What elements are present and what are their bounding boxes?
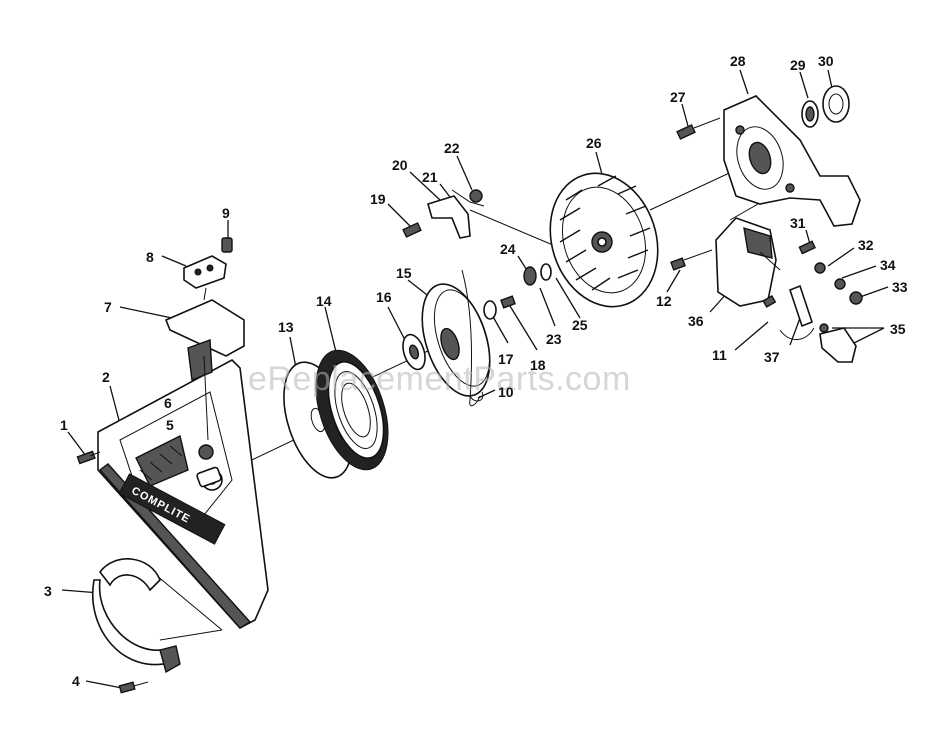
callout-21: 21 (422, 169, 438, 185)
bracket-screw (798, 240, 816, 255)
spark-plug-wire (779, 284, 815, 340)
clip (221, 237, 233, 253)
callout-14: 14 (316, 293, 332, 309)
pawl-assembly (402, 189, 485, 239)
pulley-screw (483, 295, 516, 320)
callout-25: 25 (572, 317, 588, 333)
handle-insert (183, 255, 227, 301)
callout-8: 8 (146, 249, 154, 265)
callout-numbers: 1 2 3 4 5 6 7 8 9 10 11 12 13 14 15 16 1… (44, 53, 908, 689)
rewind-spring (315, 349, 389, 471)
callout-30: 30 (818, 53, 834, 69)
callout-36: 36 (688, 313, 704, 329)
callout-6: 6 (164, 395, 172, 411)
flywheel-fins (559, 175, 651, 291)
callout-24: 24 (500, 241, 516, 257)
seal-bearing (801, 85, 850, 128)
cover-ring (91, 558, 181, 674)
module-screw (670, 249, 713, 271)
ignition-module (715, 217, 781, 307)
callout-19: 19 (370, 191, 386, 207)
starter-cover: COMPLITE (97, 359, 269, 630)
flywheel-washers (523, 263, 552, 286)
callout-3: 3 (44, 583, 52, 599)
callout-5: 5 (166, 417, 174, 433)
callout-22: 22 (444, 140, 460, 156)
callout-15: 15 (396, 265, 412, 281)
callout-18: 18 (530, 357, 546, 373)
callout-13: 13 (278, 319, 294, 335)
callout-9: 9 (222, 205, 230, 221)
bushing (196, 444, 222, 488)
callout-33: 33 (892, 279, 908, 295)
callout-37: 37 (764, 349, 780, 365)
terminal-parts (814, 262, 863, 305)
brand-plate (118, 473, 226, 545)
ring-screw (118, 681, 149, 694)
starter-handle (164, 299, 245, 441)
wire-screw (762, 294, 777, 308)
callout-32: 32 (858, 237, 874, 253)
crankcase-housing (723, 95, 861, 227)
callout-28: 28 (730, 53, 746, 69)
callout-26: 26 (586, 135, 602, 151)
callout-11: 11 (712, 347, 727, 363)
callout-16: 16 (376, 289, 392, 305)
callout-35: 35 (890, 321, 906, 337)
callout-4: 4 (72, 673, 80, 689)
callout-1: 1 (60, 417, 68, 433)
callout-29: 29 (790, 57, 806, 73)
callout-12: 12 (656, 293, 672, 309)
callout-34: 34 (880, 257, 896, 273)
rope-end (469, 391, 484, 402)
callout-7: 7 (104, 299, 112, 315)
callout-2: 2 (102, 369, 110, 385)
rope-pulley (421, 269, 491, 407)
callout-10: 10 (498, 384, 514, 400)
callout-17: 17 (498, 351, 514, 367)
callout-23: 23 (546, 331, 562, 347)
flywheel (549, 172, 659, 308)
callout-31: 31 (790, 215, 806, 231)
cover-ribs (139, 445, 183, 481)
cover-screw (76, 450, 101, 465)
housing-screw (676, 117, 721, 140)
callout-27: 27 (670, 89, 686, 105)
watermark: eReplacementParts.com (248, 360, 631, 398)
spark-plug-boot (819, 323, 857, 363)
callout-20: 20 (392, 157, 408, 173)
pulley-washer (402, 333, 426, 371)
